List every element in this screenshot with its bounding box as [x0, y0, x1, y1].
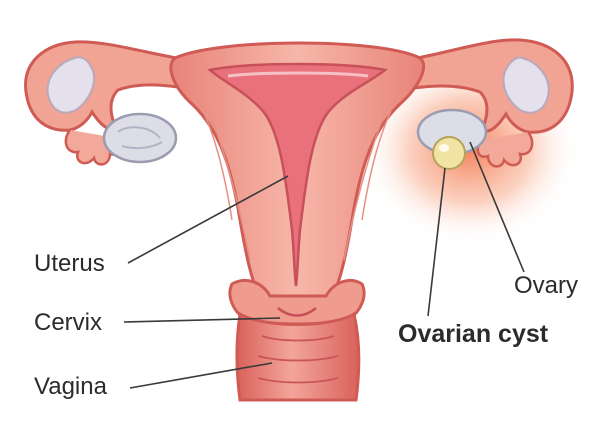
uterus-label: Uterus	[34, 252, 105, 276]
cyst-highlight	[439, 144, 449, 152]
ovarian-cyst-label: Ovarian cyst	[398, 322, 548, 347]
ovarian-cyst	[433, 137, 465, 169]
cervix-label: Cervix	[34, 311, 102, 335]
vagina	[237, 314, 359, 400]
left-ovary	[104, 114, 176, 162]
vagina-label: Vagina	[34, 375, 107, 399]
ovary-label: Ovary	[514, 274, 578, 298]
